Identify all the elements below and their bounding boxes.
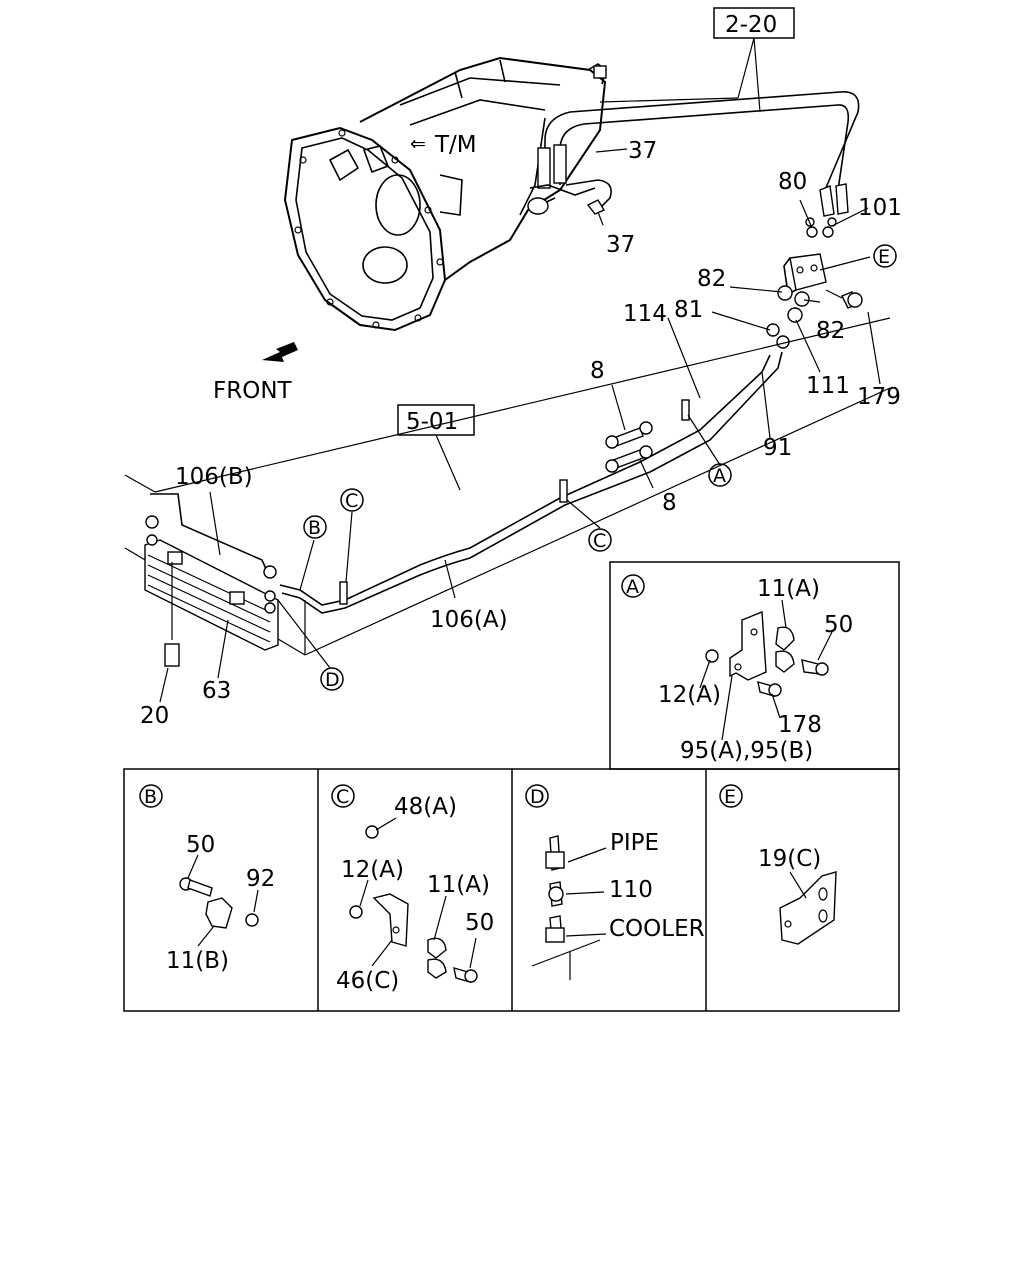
detail-c-letter: C [336,786,349,808]
detail-a-50: 50 [824,612,853,638]
callout-37-upper: 37 [628,138,657,164]
detail-b-panel: B 50 92 11(B) [139,784,275,974]
tm-label-group: ⇐ T/M [410,132,477,158]
detail-a-panel: A 11(A) 50 12(A) 178 95(A),95(B) [609,561,900,770]
oil-cooler-pipes [279,351,783,614]
callout-106a: 106(A) [430,607,508,633]
svg-text:D: D [325,669,340,691]
svg-text:C: C [345,490,358,512]
front-label: FRONT [213,378,293,404]
detail-d-110: 110 [609,877,653,903]
callout-106b: 106(B) [175,464,253,490]
callout-37-lower: 37 [606,232,635,258]
callout-101: 101 [858,195,902,221]
callout-179: 179 [857,384,901,410]
detail-a-11a: 11(A) [757,576,820,602]
reference-2-20: 2-20 [599,7,795,113]
tm-arrow: ⇐ [410,133,426,155]
detail-b-11b: 11(B) [166,948,229,974]
marker-c-right: C [588,528,612,552]
detail-b-letter: B [144,786,157,808]
marker-c-left: C [340,488,364,512]
callout-8-upper: 8 [590,358,605,384]
reference-5-01: 5-01 [397,404,475,491]
detail-c-12a: 12(A) [341,857,404,883]
callout-labels: 37 37 80 101 82 82 114 81 179 111 8 8 91… [140,138,902,729]
marker-b: B [303,515,327,539]
callout-20: 20 [140,703,169,729]
detail-b-50: 50 [186,832,215,858]
detail-d-letter: D [530,786,545,808]
svg-text:A: A [713,465,726,487]
detail-e-letter: E [724,786,736,808]
marker-e: E [873,244,897,268]
oil-cooler [144,493,279,667]
detail-a-12a: 12(A) [658,682,721,708]
callout-91: 91 [763,435,792,461]
detail-c-50: 50 [465,910,494,936]
detail-d-pipe: PIPE [610,830,659,856]
detail-c-46c: 46(C) [336,968,399,994]
svg-text:B: B [308,517,321,539]
svg-text:E: E [878,246,890,268]
detail-a-178: 178 [778,712,822,738]
callout-80: 80 [778,169,807,195]
transmission-assembly [283,56,607,332]
reference-2-20-label: 2-20 [725,12,777,38]
bracket-assembly [766,217,863,349]
callout-111: 111 [806,373,850,399]
detail-c-panel: C 48(A) 12(A) 11(A) 50 46(C) [331,784,494,994]
detail-e-panel: E 19(C) [719,784,837,945]
svg-text:C: C [593,530,606,552]
marker-d: D [320,667,344,691]
marker-a: A [708,463,732,487]
callout-8-lower: 8 [662,490,677,516]
callout-63: 63 [202,678,231,704]
callout-leaders [159,148,881,703]
tm-label: T/M [434,132,477,158]
detail-e-19c: 19(C) [758,846,821,872]
callout-82-left: 82 [697,266,726,292]
detail-a-letter: A [626,576,639,598]
detail-d-panel: D PIPE 110 COOLER [525,784,705,980]
reference-5-01-label: 5-01 [406,409,458,435]
front-indicator: FRONT [213,342,298,404]
transmission-oil-pipes [527,91,860,217]
detail-c-48a: 48(A) [394,794,457,820]
callout-81: 81 [674,297,703,323]
detail-c-11a: 11(A) [427,872,490,898]
detail-d-cooler: COOLER [609,916,705,942]
callout-114: 114 [623,301,667,327]
front-arrow-icon [262,342,298,362]
detail-a-95: 95(A),95(B) [680,738,813,764]
callout-82-right: 82 [816,318,845,344]
detail-b-92: 92 [246,866,275,892]
detail-markers: A B C C D E [303,244,897,691]
